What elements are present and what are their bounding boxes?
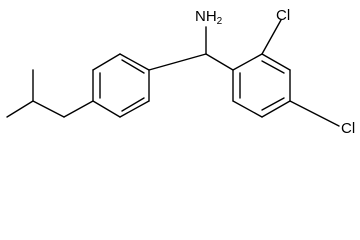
left-ring-double-3 [121,59,145,74]
bond-central-carbon-to-right-ring [205,53,234,71]
right-ring-double-3 [261,97,285,111]
amine-label-subscript: 2 [217,16,223,27]
bond-branch-to-ch2 [32,100,65,118]
amine-label: NH2 [195,8,223,27]
bond-ring-to-lower-chlorine [289,100,340,127]
central-carbon-bonds [148,26,234,71]
upper-chlorine-label: Cl [276,7,290,24]
right-ring-bond-2 [261,53,291,71]
isobutyl-group [6,69,94,118]
bond-ring-to-upper-chlorine [261,19,282,55]
right-ring-bond-4 [261,100,291,118]
left-ring-bond-1 [92,100,121,118]
bond-ring-to-central-carbon [148,53,207,71]
left-ring-bond-2 [119,100,150,118]
right-benzene-ring [232,53,291,118]
left-ring-bond-5 [92,53,121,71]
right-ring-bond-5 [232,100,263,118]
left-ring-bond-4 [119,53,150,71]
right-ring-double-2 [261,60,285,74]
molecule-structure: NH2 Cl Cl [6,7,355,137]
amine-label-main: NH [195,8,217,25]
left-ring-double-2 [121,97,145,112]
bond-methyl-left [6,100,34,118]
bond-ch2-to-ring [63,100,94,118]
right-ring-bond-1 [232,53,263,71]
lower-chlorine-label: Cl [341,120,355,137]
chlorine-bonds [261,19,340,127]
left-benzene-ring [92,53,150,118]
